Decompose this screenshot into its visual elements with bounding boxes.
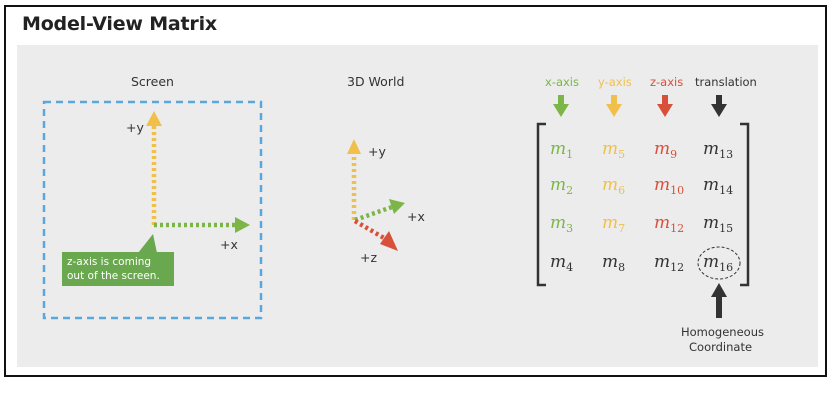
matrix-cell-r2-c4: m14 bbox=[703, 175, 733, 197]
figure-title: Model-View Matrix bbox=[22, 13, 217, 35]
header-x-axis: x-axis bbox=[545, 75, 579, 89]
screen-plus-x-label: +x bbox=[220, 237, 238, 252]
translation-down-arrow bbox=[711, 95, 727, 117]
world-label: 3D World bbox=[347, 74, 405, 89]
homogeneous-label-line2: Coordinate bbox=[689, 340, 753, 354]
screen-x-arrowhead bbox=[235, 217, 250, 233]
header-y-axis: y-axis bbox=[598, 75, 632, 89]
screen-box bbox=[42, 100, 263, 320]
header-translation: translation bbox=[695, 75, 757, 89]
x-axis-down-arrow bbox=[553, 95, 569, 117]
world-plus-x-label: +x bbox=[407, 209, 425, 224]
matrix-cell-r3-c2: m7 bbox=[602, 213, 625, 235]
z-axis-down-arrow bbox=[657, 95, 673, 117]
matrix-left-bracket bbox=[536, 122, 546, 287]
homogeneous-label-line1: Homogeneous bbox=[681, 325, 764, 339]
matrix-cell-r3-c1: m3 bbox=[550, 213, 573, 235]
matrix-cell-r4-c3: m12 bbox=[654, 252, 684, 274]
matrix-cell-r3-c3: m12 bbox=[654, 213, 684, 235]
world-x-arrowhead bbox=[389, 199, 405, 214]
world-x-axis bbox=[354, 204, 393, 223]
homogeneous-up-arrow bbox=[711, 283, 727, 318]
matrix-cell-r3-c4: m15 bbox=[703, 213, 733, 235]
diagram-panel bbox=[17, 45, 818, 367]
screen-y-arrowhead bbox=[146, 111, 162, 126]
screen-plus-y-label: +y bbox=[126, 120, 144, 135]
matrix-cell-r1-c2: m5 bbox=[602, 139, 625, 161]
world-y-arrowhead bbox=[347, 139, 361, 154]
matrix-cell-r4-c1: m4 bbox=[550, 252, 573, 274]
matrix-right-bracket bbox=[740, 122, 750, 287]
world-z-arrowhead bbox=[380, 231, 398, 251]
matrix-cell-r4-c4: m16 bbox=[703, 252, 733, 274]
matrix-cell-r2-c3: m10 bbox=[654, 175, 684, 197]
z-axis-callout: z-axis is coming out of the screen. bbox=[62, 252, 174, 286]
world-z-axis bbox=[353, 219, 386, 240]
matrix-cell-r1-c1: m1 bbox=[550, 139, 573, 161]
matrix-cell-r2-c1: m2 bbox=[550, 175, 573, 197]
screen-label: Screen bbox=[131, 74, 174, 89]
header-z-axis: z-axis bbox=[650, 75, 684, 89]
matrix-cell-r1-c3: m9 bbox=[654, 139, 677, 161]
y-axis-down-arrow bbox=[606, 95, 622, 117]
world-plus-y-label: +y bbox=[368, 144, 386, 159]
world-plus-z-label: +z bbox=[360, 250, 378, 265]
callout-pointer bbox=[138, 234, 157, 253]
matrix-cell-r4-c2: m8 bbox=[602, 252, 625, 274]
homogeneous-highlight-ellipse bbox=[697, 246, 741, 280]
matrix-cell-r2-c2: m6 bbox=[602, 175, 625, 197]
matrix-cells: m1 m5 m9 m13 m2 m6 m10 m14 m3 m7 m12 m15 m4 m8 m12 m16 bbox=[550, 139, 733, 274]
matrix-cell-r1-c4: m13 bbox=[703, 139, 733, 161]
